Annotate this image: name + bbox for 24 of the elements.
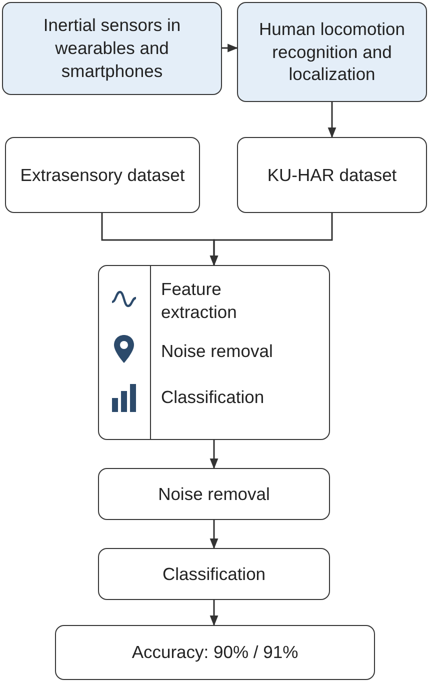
arrow bbox=[210, 520, 218, 550]
box-text: Noise removal bbox=[158, 482, 270, 506]
step-text: Feature extraction bbox=[161, 278, 238, 324]
arrow bbox=[210, 213, 333, 266]
box-text: Inertial sensors in wearables and smartphones bbox=[42, 14, 182, 83]
step-text: Classification bbox=[161, 386, 266, 409]
process-box bbox=[237, 2, 427, 102]
box-text: Accuracy: 90% / 91% bbox=[132, 641, 298, 664]
process-box bbox=[98, 468, 330, 520]
box-text: Human locomotion recognition and localization bbox=[258, 18, 406, 86]
process-box bbox=[55, 625, 375, 680]
arrow bbox=[210, 600, 218, 626]
process-box bbox=[5, 137, 200, 213]
process-box bbox=[237, 137, 427, 213]
arrow bbox=[222, 44, 238, 52]
process-box bbox=[2, 2, 222, 95]
box-text: Extrasensory dataset bbox=[20, 164, 185, 186]
process-box bbox=[98, 548, 330, 600]
step-text: Noise removal bbox=[161, 340, 274, 363]
arrow bbox=[328, 102, 336, 138]
process-box bbox=[98, 265, 330, 440]
box-text: KU-HAR dataset bbox=[267, 164, 397, 186]
box-text: Classification bbox=[162, 562, 266, 586]
arrow bbox=[210, 440, 218, 470]
